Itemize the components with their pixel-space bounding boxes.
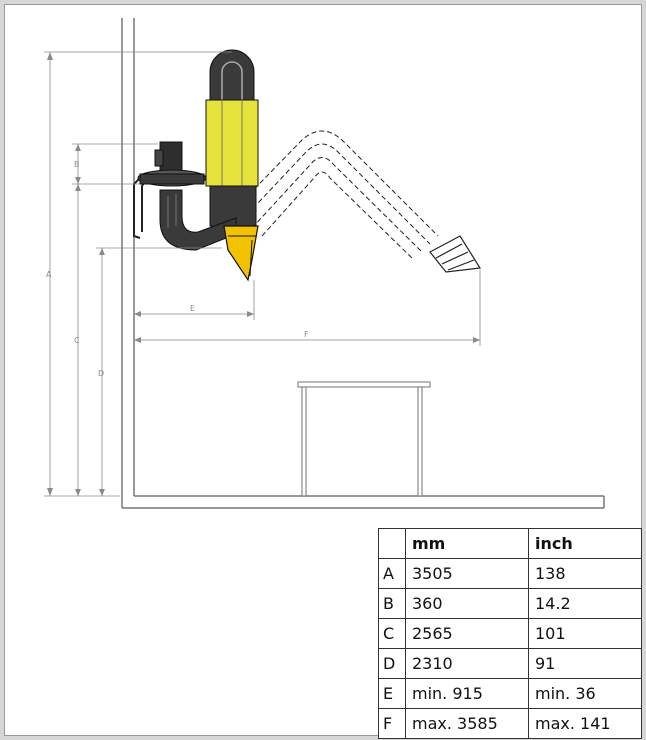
- row-mm: 3505: [405, 558, 529, 589]
- arm-nozzle: [223, 225, 259, 282]
- row-inch: 101: [528, 618, 642, 649]
- extended-nozzle: [429, 235, 482, 273]
- table-row: D 2310 91: [378, 648, 642, 679]
- wall-and-floor: [121, 18, 605, 509]
- arm-extended-outline: [231, 130, 439, 261]
- row-inch: 138: [528, 558, 642, 589]
- row-key: B: [378, 588, 406, 619]
- table-leg-left: [301, 386, 307, 497]
- row-mm: 2565: [405, 618, 529, 649]
- wall-bracket: [133, 177, 147, 239]
- row-mm: 2310: [405, 648, 529, 679]
- header-key: [378, 528, 406, 559]
- row-key: A: [378, 558, 406, 589]
- table-top: [297, 381, 431, 388]
- table-row: E min. 915 min. 36: [378, 678, 642, 709]
- header-inch: inch: [528, 528, 642, 559]
- row-key: E: [378, 678, 406, 709]
- fan-plate: [139, 173, 205, 185]
- table-leg-right: [417, 386, 423, 497]
- row-mm: min. 915: [405, 678, 529, 709]
- table-row: B 360 14.2: [378, 588, 642, 619]
- row-inch: 14.2: [528, 588, 642, 619]
- table-row: F max. 3585 max. 141: [378, 708, 642, 739]
- table-row: C 2565 101: [378, 618, 642, 649]
- dim-label-c: C: [74, 336, 80, 345]
- row-mm: 360: [405, 588, 529, 619]
- dimensions-table: mm inch A 3505 138 B 360 14.2 C 2565 101…: [378, 528, 642, 739]
- arm-main: [159, 49, 259, 282]
- motor-box: [154, 149, 164, 167]
- dimension-lines: [44, 51, 481, 497]
- header-mm: mm: [405, 528, 529, 559]
- arm-u-bend: [159, 189, 237, 251]
- row-key: C: [378, 618, 406, 649]
- table-row: A 3505 138: [378, 558, 642, 589]
- row-inch: max. 141: [528, 708, 642, 739]
- dim-label-a: A: [46, 270, 52, 279]
- work-table: [297, 381, 431, 497]
- row-key: F: [378, 708, 406, 739]
- dim-label-b: B: [74, 160, 80, 169]
- dimension-arrows: [47, 52, 480, 496]
- fan-motor: [137, 141, 207, 187]
- dim-label-f: F: [304, 330, 309, 339]
- row-mm: max. 3585: [405, 708, 529, 739]
- arm-cover-yellow: [205, 99, 259, 187]
- dim-label-d: D: [98, 369, 104, 378]
- dim-label-e: E: [190, 304, 195, 313]
- row-key: D: [378, 648, 406, 679]
- row-inch: min. 36: [528, 678, 642, 709]
- arm-top-loop: [209, 49, 255, 101]
- table-header-row: mm inch: [378, 528, 642, 559]
- row-inch: 91: [528, 648, 642, 679]
